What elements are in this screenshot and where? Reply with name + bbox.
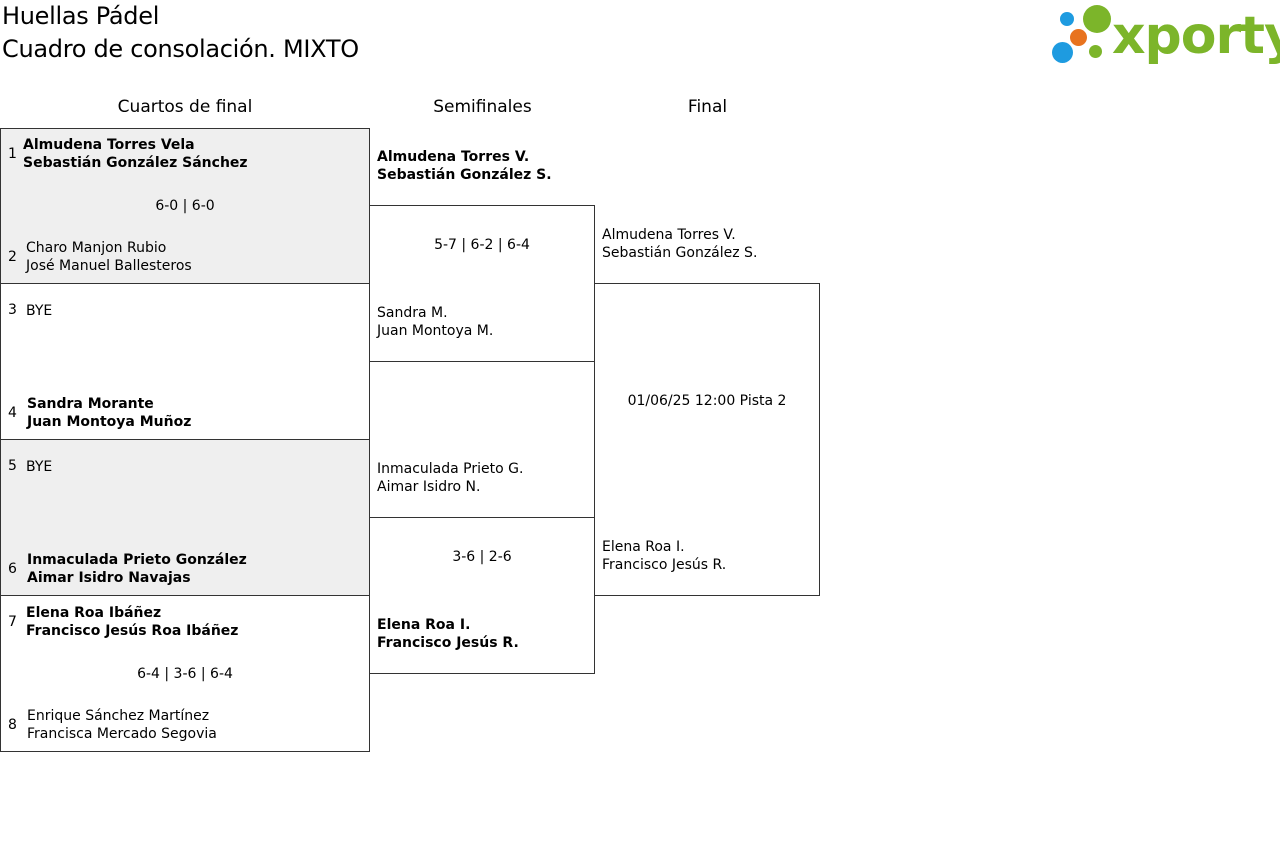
player-name: Aimar Isidro N. [377, 479, 481, 495]
seed-number: 8 [8, 717, 17, 733]
team-b: Enrique Sánchez Martínez Francisca Merca… [27, 707, 217, 743]
logo-wordmark: xporty [1112, 6, 1280, 66]
match-info: 01/06/25 12:00 Pista 2 [627, 393, 787, 409]
qf-match-4: 7 Elena Roa Ibáñez Francisco Jesús Roa I… [0, 595, 370, 752]
seed-number: 1 [8, 146, 17, 162]
player-name: Francisca Mercado Segovia [27, 726, 217, 742]
player-name: Sebastián González Sánchez [23, 155, 248, 171]
draw-title: Cuadro de consolación. MIXTO [2, 35, 359, 63]
seed-number: 3 [8, 302, 17, 318]
team-a: BYE [26, 458, 52, 476]
xporty-logo: xporty [1050, 4, 1280, 68]
seed-number: 7 [8, 614, 17, 630]
sf2-team-b: Elena Roa I. Francisco Jesús R. [377, 616, 519, 652]
logo-dot-green [1083, 5, 1111, 33]
player-name: Juan Montoya Muñoz [27, 414, 192, 430]
logo-dot-blue-large [1052, 42, 1073, 63]
player-name: Francisco Jesús R. [602, 557, 727, 573]
player-name: Enrique Sánchez Martínez [27, 708, 210, 724]
player-name: Sebastián González S. [602, 245, 758, 261]
sf1-team-b: Sandra M. Juan Montoya M. [377, 304, 493, 340]
final-match: 01/06/25 12:00 Pista 2 Elena Roa I. Fran… [594, 283, 820, 596]
team-a: Elena Roa Ibáñez Francisco Jesús Roa Ibá… [26, 604, 238, 640]
qf-match-1: 1 Almudena Torres Vela Sebastián Gonzále… [0, 128, 370, 284]
round-header-quarterfinals: Cuartos de final [117, 97, 253, 117]
player-name: Elena Roa I. [602, 539, 685, 555]
player-name: Aimar Isidro Navajas [27, 570, 191, 586]
player-name: Sandra Morante [27, 396, 154, 412]
match-score: 3-6 | 2-6 [452, 549, 512, 565]
player-name: José Manuel Ballesteros [26, 258, 192, 274]
sf-match-2: 3-6 | 2-6 Elena Roa I. Francisco Jesús R… [369, 517, 595, 674]
sf1-team-a: Almudena Torres V. Sebastián González S. [377, 148, 552, 184]
final-team-a: Almudena Torres V. Sebastián González S. [602, 226, 757, 262]
player-name: Sebastián González S. [377, 167, 552, 183]
logo-dot-green-small [1089, 45, 1102, 58]
match-score: 6-0 | 6-0 [155, 198, 215, 214]
team-a: Almudena Torres Vela Sebastián González … [23, 136, 248, 172]
seed-number: 6 [8, 561, 17, 577]
player-name: Elena Roa Ibáñez [26, 605, 162, 621]
logo-dot-orange [1070, 29, 1087, 46]
team-a: BYE [26, 302, 52, 320]
player-name: BYE [26, 459, 53, 475]
logo-dot-blue [1060, 12, 1074, 26]
team-b: Inmaculada Prieto González Aimar Isidro … [27, 551, 247, 587]
seed-number: 5 [8, 458, 17, 474]
sf2-team-a: Inmaculada Prieto G. Aimar Isidro N. [377, 460, 523, 496]
final-team-b: Elena Roa I. Francisco Jesús R. [602, 538, 726, 574]
sf-match-1: 5-7 | 6-2 | 6-4 Sandra M. Juan Montoya M… [369, 205, 595, 362]
match-score: 6-4 | 3-6 | 6-4 [137, 666, 233, 682]
player-name: Sandra M. [377, 305, 448, 321]
player-name: Almudena Torres V. [377, 149, 530, 165]
match-score: 5-7 | 6-2 | 6-4 [434, 237, 530, 253]
round-header-final: Final [687, 97, 728, 117]
round-header-semifinals: Semifinales [433, 97, 532, 117]
team-b: Charo Manjon Rubio José Manuel Ballester… [26, 239, 192, 275]
team-b: Sandra Morante Juan Montoya Muñoz [27, 395, 191, 431]
player-name: Almudena Torres Vela [23, 137, 195, 153]
player-name: Francisco Jesús Roa Ibáñez [26, 623, 239, 639]
player-name: Francisco Jesús R. [377, 635, 519, 651]
club-title: Huellas Pádel [2, 2, 160, 30]
player-name: Inmaculada Prieto González [27, 552, 247, 568]
player-name: BYE [26, 303, 53, 319]
player-name: Elena Roa I. [377, 617, 471, 633]
seed-number: 2 [8, 249, 17, 265]
seed-number: 4 [8, 405, 17, 421]
qf-match-3: 5 BYE 6 Inmaculada Prieto González Aimar… [0, 439, 370, 596]
player-name: Charo Manjon Rubio [26, 240, 167, 256]
qf-match-2: 3 BYE 4 Sandra Morante Juan Montoya Muño… [0, 283, 370, 440]
player-name: Inmaculada Prieto G. [377, 461, 524, 477]
player-name: Almudena Torres V. [602, 227, 736, 243]
player-name: Juan Montoya M. [377, 323, 494, 339]
